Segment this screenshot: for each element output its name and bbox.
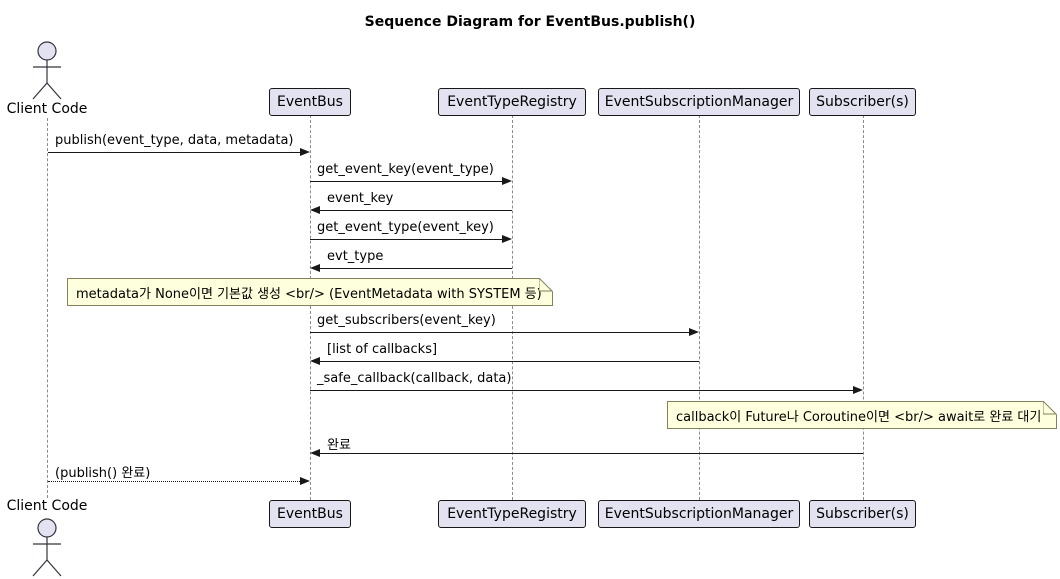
arrowhead-left-icon <box>310 357 320 365</box>
arrowhead-left-icon <box>310 264 320 272</box>
message-label-publish: publish(event_type, data, metadata) <box>55 133 294 148</box>
message-line <box>318 361 699 362</box>
lifeline-eventbus <box>310 115 311 500</box>
participant-bottom-subscribers: Subscriber(s) <box>809 500 916 528</box>
message-label-evt-type: evt_type <box>327 249 384 264</box>
participant-top-eventsubscriptionmanager: EventSubscriptionManager <box>598 88 800 116</box>
participant-bottom-eventtyperegistry: EventTypeRegistry <box>438 500 586 528</box>
message-line <box>318 453 863 454</box>
message-label-complete: 완료 <box>327 438 351 453</box>
participant-bottom-eventbus: EventBus <box>269 500 351 528</box>
note-fold-icon <box>539 278 553 292</box>
message-label-get-event-key: get_event_key(event_type) <box>317 162 494 177</box>
lifeline-eventtyperegistry <box>512 115 513 500</box>
actor-label-top: Client Code <box>6 101 88 117</box>
arrowhead-left-icon <box>310 449 320 457</box>
lifeline-subscribers <box>863 115 864 500</box>
message-label-get-subscribers: get_subscribers(event_key) <box>317 313 496 328</box>
lifeline-client-code <box>47 118 48 498</box>
actor-figure-top <box>32 41 62 100</box>
note-fold-icon <box>1043 401 1057 415</box>
arrowhead-right-icon <box>300 148 310 156</box>
arrowhead-right-icon <box>689 328 699 336</box>
message-label-publish-complete: (publish() 완료) <box>55 466 151 481</box>
actor-figure-bottom <box>32 518 62 577</box>
message-line-dotted <box>48 481 302 482</box>
message-line <box>310 181 504 182</box>
actor-label-bottom: Client Code <box>6 498 88 514</box>
participant-top-subscribers: Subscriber(s) <box>809 88 916 116</box>
note-text: metadata가 None이면 기본값 생성 <br/> (EventMeta… <box>76 286 542 302</box>
lifeline-eventsubscriptionmanager <box>699 115 700 500</box>
arrowhead-right-icon <box>300 477 310 485</box>
message-label-event-key: event_key <box>327 191 394 206</box>
participant-top-eventtyperegistry: EventTypeRegistry <box>438 88 586 116</box>
note-callback-await: callback이 Future나 Coroutine이면 <br/> awai… <box>667 401 1057 429</box>
participant-top-eventbus: EventBus <box>269 88 351 116</box>
arrowhead-right-icon <box>502 177 512 185</box>
message-label-list-of-callbacks: [list of callbacks] <box>327 342 438 357</box>
arrowhead-right-icon <box>502 235 512 243</box>
arrowhead-right-icon <box>853 386 863 394</box>
message-line <box>310 239 504 240</box>
diagram-title: Sequence Diagram for EventBus.publish() <box>364 14 696 30</box>
note-text: callback이 Future나 Coroutine이면 <br/> awai… <box>676 409 1042 425</box>
message-label-safe-callback: _safe_callback(callback, data) <box>317 371 512 386</box>
participant-bottom-eventsubscriptionmanager: EventSubscriptionManager <box>598 500 800 528</box>
message-line <box>318 268 512 269</box>
note-metadata-default: metadata가 None이면 기본값 생성 <br/> (EventMeta… <box>67 278 553 306</box>
message-line <box>48 152 302 153</box>
message-label-get-event-type: get_event_type(event_key) <box>317 220 494 235</box>
message-line <box>310 332 691 333</box>
message-line <box>310 390 855 391</box>
message-line <box>318 210 512 211</box>
arrowhead-left-icon <box>310 206 320 214</box>
